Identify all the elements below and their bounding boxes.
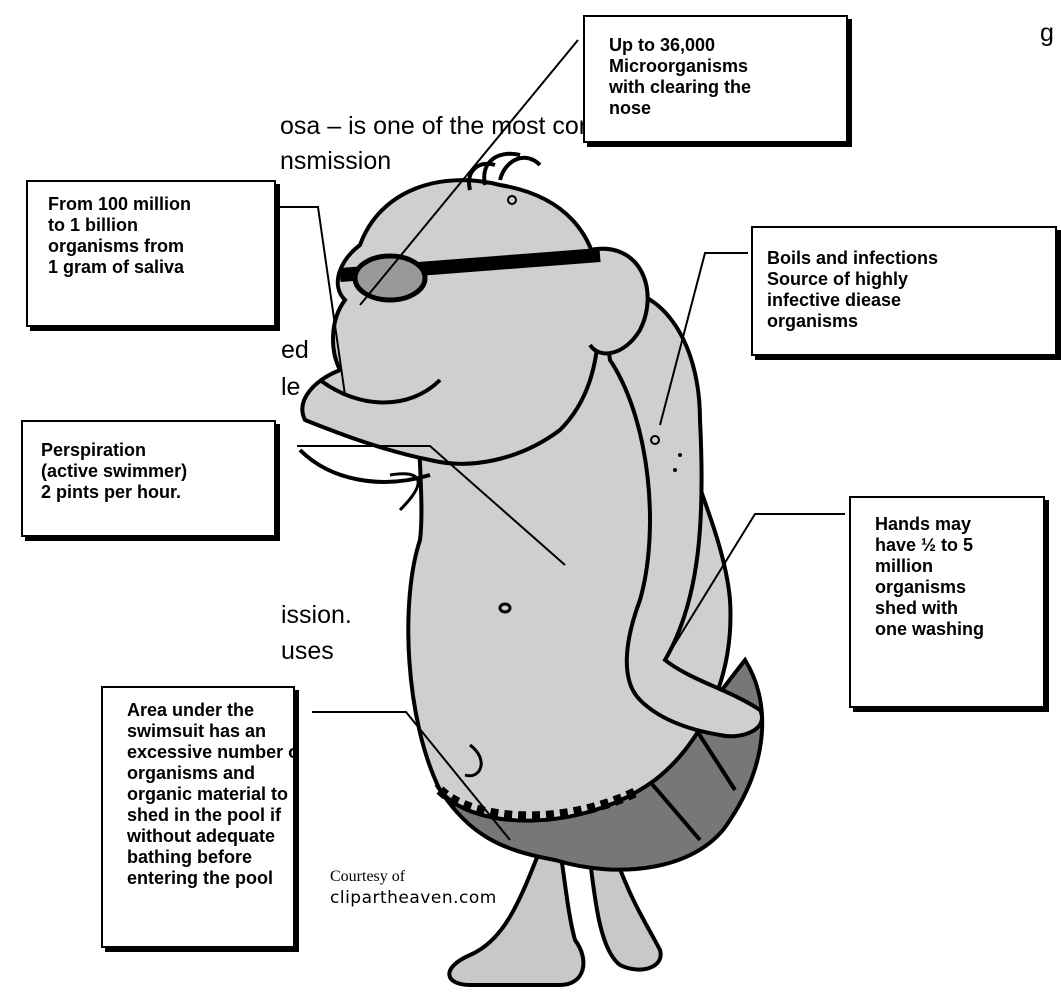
callout-line: organisms	[875, 577, 1043, 598]
callout-line: one washing	[875, 619, 1043, 640]
callout-line: million	[875, 556, 1043, 577]
callout-line: Area under the	[127, 700, 293, 721]
callout-line: 1 gram of saliva	[48, 257, 274, 278]
callout-line: Hands may	[875, 514, 1043, 535]
callout-line: Perspiration	[41, 440, 274, 461]
callout-line: to 1 billion	[48, 215, 274, 236]
bg-text-5: ission.	[281, 600, 352, 630]
callout-line: Microorganisms	[609, 56, 846, 77]
callout-line: 2 pints per hour.	[41, 482, 274, 503]
callout-line: organisms from	[48, 236, 274, 257]
callout-line: with clearing the	[609, 77, 846, 98]
callout-line: have ½ to 5	[875, 535, 1043, 556]
callout-boils: Boils and infections Source of highly in…	[751, 226, 1057, 356]
credit-line-1: Courtesy of	[330, 868, 497, 886]
callout-line: excessive number of	[127, 742, 293, 763]
callout-line: infective diease	[767, 290, 1055, 311]
callout-line: without adequate	[127, 826, 293, 847]
callout-line: shed in the pool if	[127, 805, 293, 826]
bg-text-7: g	[1040, 18, 1054, 48]
callout-line: swimsuit has an	[127, 721, 293, 742]
bg-text-2: nsmission	[280, 146, 391, 176]
callout-line: shed with	[875, 598, 1043, 619]
callout-line: organisms and	[127, 763, 293, 784]
callout-line: Up to 36,000	[609, 35, 846, 56]
bg-text-6: uses	[281, 636, 334, 666]
callout-hands: Hands may have ½ to 5 million organisms …	[849, 496, 1045, 708]
callout-line: organisms	[767, 311, 1055, 332]
callout-line: organic material to	[127, 784, 293, 805]
callout-line: bathing before	[127, 847, 293, 868]
image-credit: Courtesy of clipartheaven.com	[330, 868, 497, 908]
callout-line: Source of highly	[767, 269, 1055, 290]
bg-text-4: le	[281, 372, 300, 402]
callout-nose: Up to 36,000 Microorganisms with clearin…	[583, 15, 848, 143]
callout-line: Boils and infections	[767, 248, 1055, 269]
callout-line: entering the pool	[127, 868, 293, 889]
callout-swimsuit: Area under the swimsuit has an excessive…	[101, 686, 295, 948]
callout-line: From 100 million	[48, 194, 274, 215]
callout-line: nose	[609, 98, 846, 119]
callout-perspiration: Perspiration (active swimmer) 2 pints pe…	[21, 420, 276, 537]
callout-line: (active swimmer)	[41, 461, 274, 482]
callout-saliva: From 100 million to 1 billion organisms …	[26, 180, 276, 327]
credit-line-2: clipartheaven.com	[330, 888, 497, 908]
bg-text-3: ed	[281, 335, 309, 365]
